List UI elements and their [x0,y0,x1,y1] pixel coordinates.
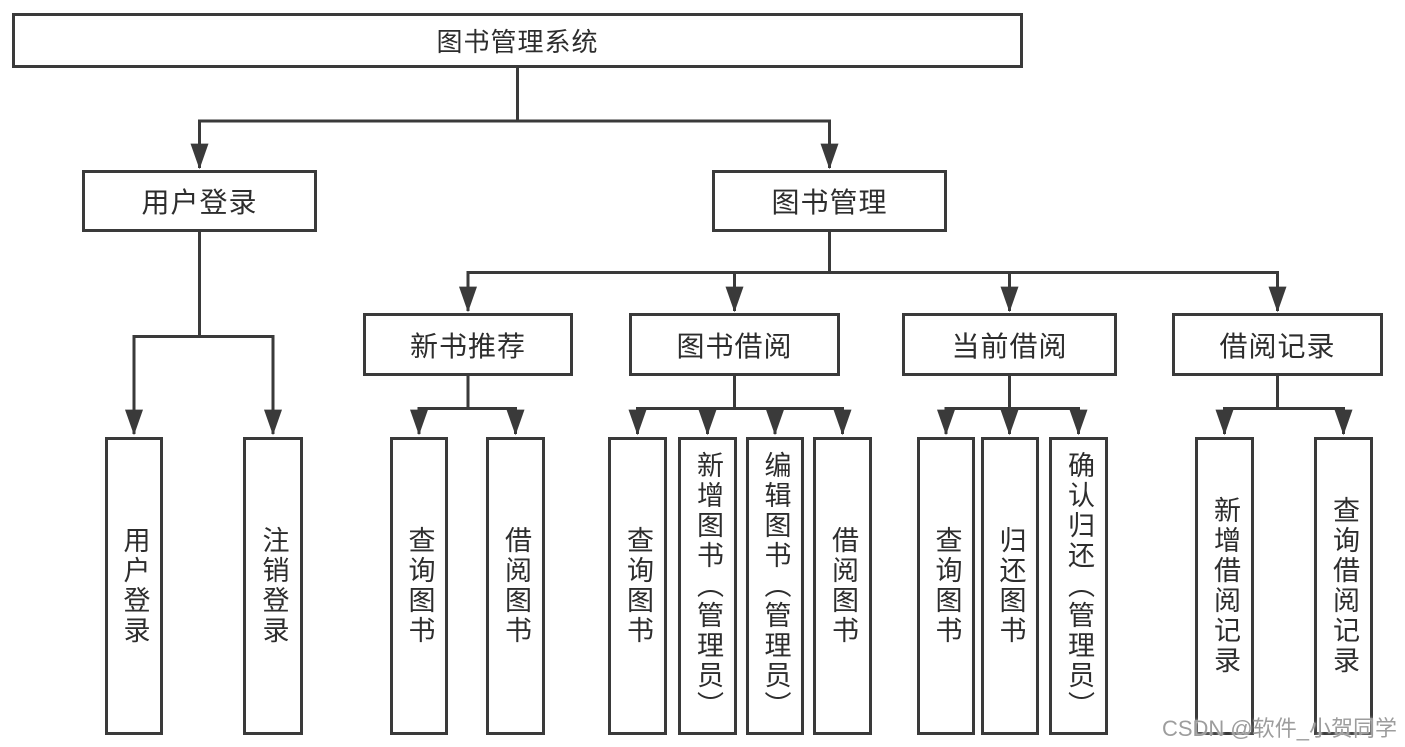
node-label: 用户登录 [141,187,258,218]
node-label: 用户登录 [119,526,150,646]
leaf-logout-login: 注销登录 [243,437,303,735]
node-label: 借阅图书 [501,526,531,646]
node-label: 查询借阅记录 [1329,496,1359,676]
leaf-query-books-current: 查询图书 [917,437,975,735]
node-label: 当前借阅 [951,330,1068,362]
leaf-return-books: 归还图书 [981,437,1039,735]
node-label: 借阅记录 [1219,330,1336,362]
leaf-borrow-books: 借阅图书 [813,437,872,735]
node-label: 新书推荐 [409,330,526,362]
leaf-edit-books-admin: 编辑图书（管理员） [746,437,804,735]
node-label: 图书管理 [771,187,888,218]
leaf-query-books-borrow: 查询图书 [608,437,667,735]
leaf-query-borrow-record: 查询借阅记录 [1314,437,1373,735]
leaf-borrow-books-recommend: 借阅图书 [486,437,545,735]
node-label: 查询图书 [623,526,653,646]
node-label: 图书借阅 [676,330,793,362]
node-label: 编辑图书（管理员） [760,451,791,721]
node-new-book-recommend: 新书推荐 [363,313,573,376]
watermark: CSDN @软件_小贺同学 [1161,716,1397,741]
node-label: 借阅图书 [828,526,858,646]
leaf-query-books-recommend: 查询图书 [390,437,448,735]
node-user-login: 用户登录 [82,170,317,232]
node-label: 图书管理系统 [436,27,599,57]
node-label: 新增借阅记录 [1210,496,1240,676]
node-label: 新增图书（管理员） [693,451,723,721]
node-label: 归还图书 [995,526,1026,646]
node-label: 注销登录 [258,526,289,646]
leaf-user-login: 用户登录 [105,437,163,735]
leaf-add-borrow-record: 新增借阅记录 [1195,437,1254,735]
node-book-management: 图书管理 [712,170,947,232]
node-current-borrow: 当前借阅 [902,313,1117,376]
node-library-management-system: 图书管理系统 [12,13,1023,68]
node-label: 查询图书 [931,526,962,646]
node-label: 确认归还（管理员） [1064,451,1094,721]
node-book-borrow: 图书借阅 [629,313,840,376]
node-borrow-records: 借阅记录 [1172,313,1383,376]
leaf-add-books-admin: 新增图书（管理员） [678,437,737,735]
node-label: 查询图书 [404,526,435,646]
leaf-confirm-return-admin: 确认归还（管理员） [1049,437,1108,735]
